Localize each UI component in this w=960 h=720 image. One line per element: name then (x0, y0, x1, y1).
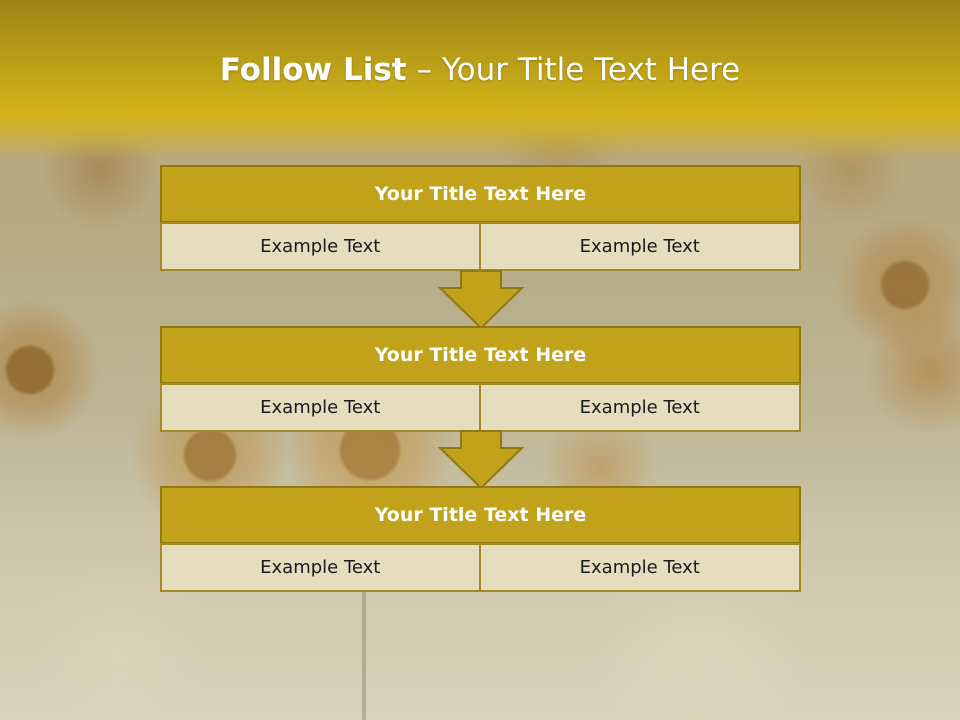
down-arrow-icon (438, 270, 524, 330)
slide-title: Follow List – Your Title Text Here (0, 52, 960, 88)
block-row: Example Text Example Text (160, 222, 801, 271)
down-arrow-icon (438, 430, 524, 490)
block-title: Your Title Text Here (160, 165, 801, 223)
slide-title-bold: Follow List (219, 52, 407, 88)
block-cell-right: Example Text (480, 383, 801, 432)
block-row: Example Text Example Text (160, 543, 801, 592)
block-cell-left: Example Text (160, 383, 481, 432)
block-cell-right: Example Text (480, 543, 801, 592)
slide-title-rest: – Your Title Text Here (406, 52, 741, 88)
block-title: Your Title Text Here (160, 486, 801, 544)
block-row: Example Text Example Text (160, 383, 801, 432)
block-cell-right: Example Text (480, 222, 801, 271)
header-band (0, 0, 960, 160)
background-stem (362, 590, 366, 720)
block-title: Your Title Text Here (160, 326, 801, 384)
block-cell-left: Example Text (160, 222, 481, 271)
block-cell-left: Example Text (160, 543, 481, 592)
